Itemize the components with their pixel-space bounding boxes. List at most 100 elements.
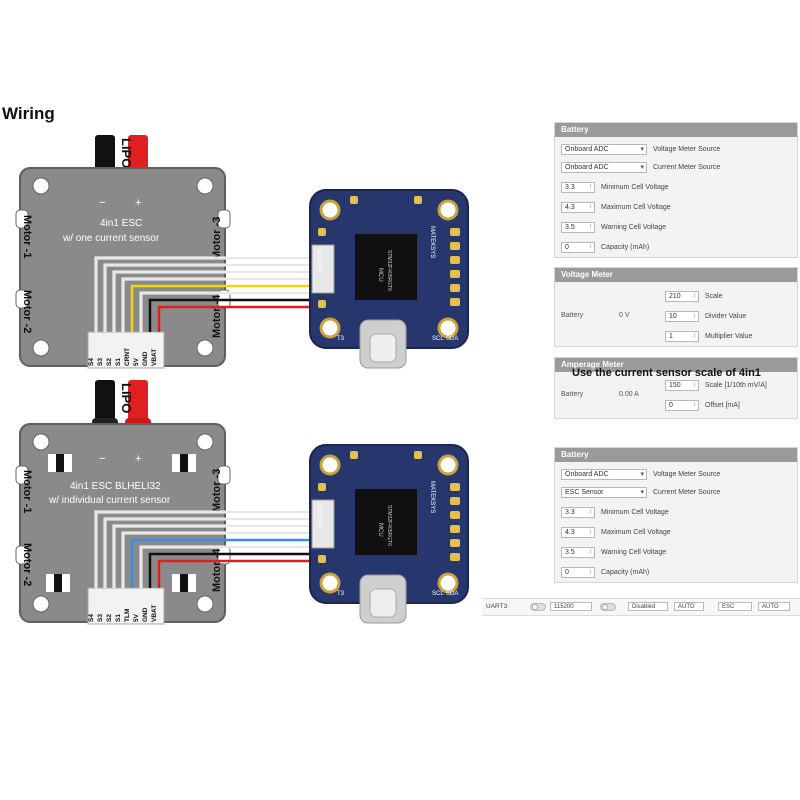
am-offset-input[interactable]: 0 (665, 399, 699, 411)
current-source-select[interactable]: Onboard ADC (561, 161, 647, 173)
msp-toggle[interactable] (530, 603, 546, 611)
svg-text:SH1.0-8P: SH1.0-8P (316, 505, 322, 527)
panel-header: Battery (555, 123, 797, 137)
baud-select[interactable]: 115200 (550, 602, 592, 611)
sensor-select[interactable]: ESC (718, 602, 752, 611)
motor2-label: Motor -2 (21, 290, 33, 333)
motor4-label: Motor -4 (211, 294, 223, 338)
esc-subtitle-bottom: w/ individual current sensor (48, 495, 171, 506)
field-label: Offset [mA] (705, 401, 740, 409)
mcu-chip-top (355, 234, 417, 300)
vm-divider-input[interactable]: 10 (665, 310, 699, 322)
field-label: Capacity (mAh) (601, 243, 650, 251)
esc-board-top: LIPO − + 4in1 ESC w/ one current sensor … (15, 135, 231, 369)
esc-pin-label: S3 (97, 614, 104, 622)
svg-text:+: + (135, 197, 141, 209)
field-label: Current Meter Source (653, 488, 721, 496)
svg-text:−: − (99, 453, 105, 465)
svg-text:SCL: SCL (432, 591, 444, 597)
warn-cell-input[interactable]: 3.5 (561, 546, 595, 558)
esc-pin-label: GND (142, 607, 149, 622)
svg-text:MATEKSYS: MATEKSYS (429, 481, 435, 513)
field-label: Maximum Cell Voltage (601, 528, 671, 536)
esc-pin-label: TLM (124, 609, 131, 622)
svg-text:Motor -4: Motor -4 (211, 548, 223, 592)
esc-pin-header-top (87, 331, 165, 369)
voltage-source-select[interactable]: Onboard ADC (561, 468, 647, 480)
field-label: Divider Value (705, 312, 747, 320)
svg-text:STM32F405RGT6: STM32F405RGT6 (386, 505, 392, 546)
overlay-caption: Use the current sensor scale of 4in1 (572, 367, 761, 379)
svg-text:SH1.0-8P: SH1.0-8P (316, 250, 322, 272)
esc-title-top: 4in1 ESC (100, 218, 142, 229)
svg-text:SDA: SDA (446, 591, 458, 597)
capacity-input[interactable]: 0 (561, 566, 595, 578)
battery-label: Battery (561, 312, 584, 319)
svg-text:Motor -1: Motor -1 (21, 470, 33, 513)
esc-pin-label: S1 (115, 614, 122, 622)
motor3-label: Motor -3 (211, 217, 223, 260)
field-label: Scale [1/10th mV/A] (705, 381, 767, 389)
lipo-label: LIPO (119, 138, 134, 168)
esc-board-bottom: LIPO − + 4in1 ESC BLHELI32 w/ individual… (15, 380, 231, 625)
esc-pin-label: S4 (88, 358, 95, 366)
max-cell-input[interactable]: 4.3 (561, 201, 595, 213)
flight-controller-bottom: MCU STM32F405RGT6 SH1.0-8P MATEKSYS T3 S… (309, 444, 469, 624)
esc-pin-label: 5V (133, 613, 140, 622)
max-cell-input[interactable]: 4.3 (561, 526, 595, 538)
vm-scale-input[interactable]: 210 (665, 290, 699, 302)
voltage-meter-panel: Voltage Meter Battery 0 V 210 Scale 10 D… (554, 267, 798, 347)
ports-row: UART3 115200 Disabled AUTO ESC AUTO (482, 598, 800, 616)
telemetry-baud-select[interactable]: AUTO (674, 602, 704, 611)
min-cell-input[interactable]: 3.3 (561, 181, 595, 193)
svg-text:T3: T3 (337, 591, 345, 597)
esc-pin-header-bottom (87, 587, 165, 625)
esc-pin-label: S1 (115, 358, 122, 366)
serial-rx-toggle[interactable] (600, 603, 616, 611)
panel-header: Battery (555, 448, 797, 462)
field-label: Scale (705, 292, 723, 300)
voltage-source-select[interactable]: Onboard ADC (561, 143, 647, 155)
field-label: Voltage Meter Source (653, 470, 721, 478)
esc-pin-label: GND (142, 351, 149, 366)
wires-top (94, 256, 312, 332)
field-label: Warning Cell Voltage (601, 223, 667, 231)
am-scale-input[interactable]: 150 (665, 379, 699, 391)
page-title: Wiring (2, 104, 55, 123)
svg-text:T3: T3 (337, 336, 345, 342)
panel-header: Voltage Meter (555, 268, 797, 282)
capacity-input[interactable]: 0 (561, 241, 595, 253)
esc-pin-label: S4 (88, 614, 95, 622)
battery-label: Battery (561, 391, 584, 398)
svg-text:+: + (135, 453, 141, 465)
battery-panel-2: Battery Onboard ADC Voltage Meter Source… (554, 447, 798, 583)
field-label: Warning Cell Voltage (601, 548, 667, 556)
esc-pin-label: S2 (106, 614, 113, 622)
esc-connector-bottom (311, 499, 335, 549)
min-cell-input[interactable]: 3.3 (561, 506, 595, 518)
mcu-chip-bottom (355, 489, 417, 555)
svg-text:MCU: MCU (377, 268, 383, 282)
telemetry-mode-select[interactable]: Disabled (628, 602, 668, 611)
sensor-baud-select[interactable]: AUTO (758, 602, 790, 611)
vm-multiplier-input[interactable]: 1 (665, 330, 699, 342)
esc-pin-label: VBAT (151, 605, 158, 622)
battery-panel-1: Battery Onboard ADC Voltage Meter Source… (554, 122, 798, 258)
esc-pin-label: S2 (106, 358, 113, 366)
field-label: Minimum Cell Voltage (601, 508, 669, 516)
esc-pin-label: CRNT (124, 348, 131, 366)
lipo-label-bottom: LIPO (119, 383, 134, 413)
uart-label: UART3 (486, 603, 508, 610)
voltage-readout: 0 V (619, 312, 630, 319)
field-label: Multiplier Value (705, 332, 753, 340)
warn-cell-input[interactable]: 3.5 (561, 221, 595, 233)
amperage-meter-panel: Amperage Meter Battery 0.00 A 150 Scale … (554, 357, 798, 419)
current-source-select[interactable]: ESC Sensor (561, 486, 647, 498)
field-label: Minimum Cell Voltage (601, 183, 669, 191)
svg-text:SDA: SDA (446, 336, 458, 342)
flight-controller-top: MCU STM32F405RGT6 SH1.0-8P MATEKSYS T3 S… (309, 189, 469, 369)
